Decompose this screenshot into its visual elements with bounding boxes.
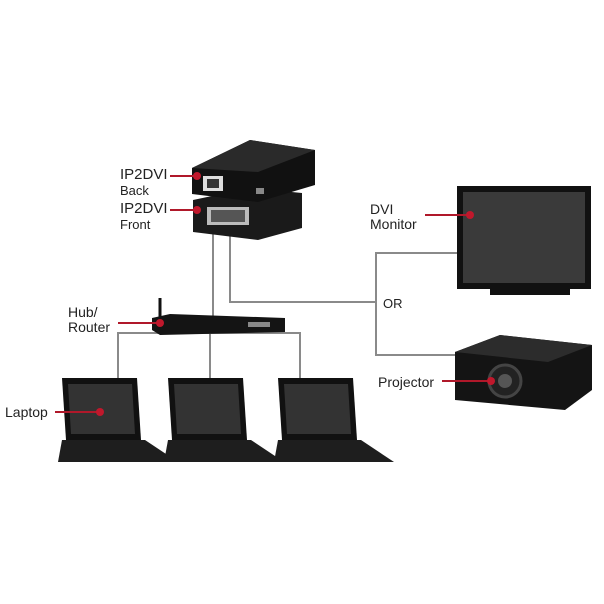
projector-label: Projector [378,374,435,390]
ip2dvi-front-label: IP2DVI [120,200,168,217]
ip2dvi-back-device [192,140,315,202]
hub-label: Hub/ [68,304,98,320]
dvi-monitor [457,186,591,295]
or-label: OR [383,296,403,311]
dvi-monitor-label: DVI [370,201,394,217]
laptop-label: Laptop [5,404,48,420]
hub-router-device [152,298,285,335]
ip2dvi-back-label: IP2DVI [120,166,168,183]
callout-lines [55,175,491,413]
projector-device [455,335,592,410]
ip2dvi-front-device [193,188,302,240]
ip2dvi-front-sublabel: Front [120,217,151,232]
cable-to-projector [375,302,462,356]
laptop-1 [58,378,178,462]
router-label: Router [68,319,111,335]
laptop-3 [274,378,394,462]
laptop-2 [164,378,284,462]
dvi-monitor-sublabel: Monitor [370,216,417,232]
ip2dvi-back-sublabel: Back [120,183,149,198]
callout-dots [96,172,495,416]
